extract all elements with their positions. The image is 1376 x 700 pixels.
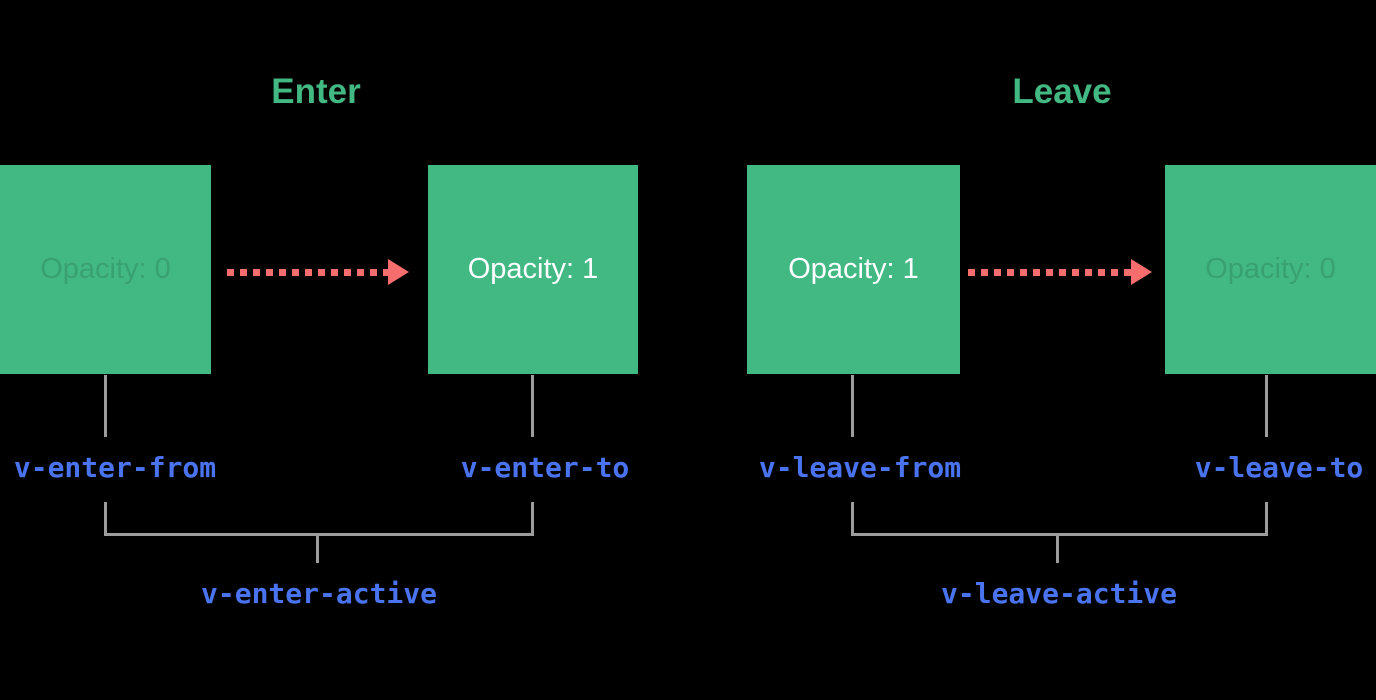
bracket-stem-line [316,536,319,563]
bracket-stem-line [1056,536,1059,563]
enter-active-class-label: v-enter-active [200,577,438,610]
enter-section-title: Enter [271,72,361,111]
connector-line [531,375,534,437]
dashed-line [227,269,389,276]
connector-line [1265,375,1268,437]
opacity-value-label: Opacity: 0 [40,253,171,285]
opacity-value-label: Opacity: 0 [1205,253,1336,285]
bracket-horizontal-line [104,533,534,536]
leave-to-box: Opacity: 0 [1165,165,1376,374]
connector-line [104,375,107,437]
bracket-right-line [1265,502,1268,536]
enter-from-box: Opacity: 0 [0,165,211,374]
enter-to-box: Opacity: 1 [428,165,638,374]
opacity-value-label: Opacity: 1 [788,253,919,285]
leave-from-class-label: v-leave-from [758,451,962,484]
leave-from-box: Opacity: 1 [747,165,960,374]
leave-to-class-label: v-leave-to [1194,451,1364,484]
arrow-head-icon [1131,259,1152,285]
enter-to-class-label: v-enter-to [460,451,630,484]
arrow-head-icon [388,259,409,285]
bracket-left-line [104,502,107,536]
bracket-left-line [851,502,854,536]
leave-active-class-label: v-leave-active [940,577,1178,610]
leave-section-title: Leave [1012,72,1112,111]
dashed-line [968,269,1131,276]
connector-line [851,375,854,437]
bracket-horizontal-line [851,533,1268,536]
enter-from-class-label: v-enter-from [13,451,217,484]
bracket-right-line [531,502,534,536]
opacity-value-label: Opacity: 1 [467,253,599,285]
